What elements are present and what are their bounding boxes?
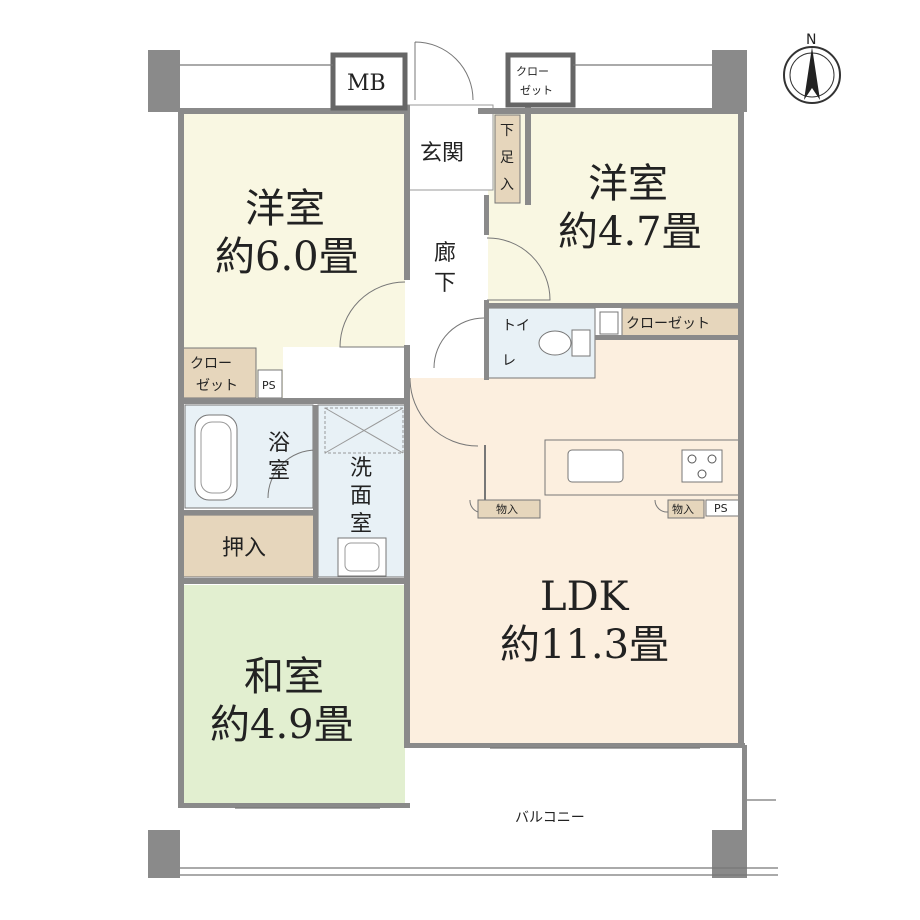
storage1-box (477, 499, 541, 519)
burner-2 (707, 454, 717, 464)
wall-corridor-left-2 (404, 345, 410, 580)
wall-washitsu-bottom (180, 803, 410, 808)
wall-right (738, 108, 744, 748)
closet-left (182, 347, 257, 399)
washitsu-name: 和室 (244, 654, 324, 700)
washing-machine (324, 407, 404, 454)
storage1-door-arc (469, 499, 479, 513)
mb-label: MB (347, 71, 386, 96)
wall-ldk-top (595, 335, 740, 340)
column-bottom-right (712, 830, 747, 878)
burner-1 (687, 454, 697, 464)
wall-right-balcony (742, 745, 747, 830)
washitsu-size: 約4.9畳 (210, 702, 354, 748)
wash-basin (337, 537, 387, 577)
closet-right-label: クローゼット (626, 316, 710, 332)
ps-right-label: PS (714, 502, 728, 515)
compass-needle (804, 47, 820, 100)
corridor-label-2: 下 (434, 271, 456, 296)
balcony-label: バルコニー (515, 810, 585, 826)
ldk-size: 約11.3畳 (500, 622, 669, 668)
shoebox-label-1: 下 (500, 123, 514, 139)
column-top-right (712, 50, 747, 112)
wall-left (178, 108, 184, 808)
storage1-label: 物入 (496, 502, 518, 516)
western1-name: 洋室 (245, 186, 325, 232)
entrance-label: 玄関 (420, 141, 464, 166)
entrance-area (407, 104, 494, 191)
wall-top-right (478, 108, 740, 114)
ps-left-label: PS (262, 379, 276, 392)
ldk-name: LDK (540, 574, 630, 620)
ldk-room (410, 338, 740, 745)
corridor-area (408, 195, 486, 378)
wall-ldk-bottom (405, 743, 745, 748)
wall-western2-bottom (484, 303, 740, 308)
western2-name: 洋室 (588, 161, 668, 207)
wall-corridor-left (404, 105, 410, 280)
washroom-label-2: 面 (350, 484, 372, 509)
washitsu-room (183, 585, 405, 803)
wall-top-left (180, 108, 410, 114)
shoe-closet (494, 114, 521, 204)
western-room-1 (183, 112, 405, 347)
toilet-bowl (538, 330, 572, 356)
storage2-label: 物入 (672, 502, 694, 516)
wall-washitsu-right (404, 580, 410, 748)
wall-bath-right (313, 405, 318, 580)
toilet-side-box (599, 311, 619, 335)
oshiire-label: 押入 (222, 536, 266, 561)
closet-left-label-1: クロー (190, 356, 232, 372)
shoebox-label-3: 入 (500, 177, 514, 193)
closet-top-box (505, 52, 576, 108)
wash-basin-inner (344, 542, 380, 572)
corridor-label-1: 廊 (434, 241, 456, 266)
wall-washitsu-top (180, 578, 410, 584)
bathtub (194, 414, 238, 501)
column-top-left (148, 50, 180, 112)
western-room-2-edge (530, 112, 740, 308)
western2-size: 約4.7畳 (558, 209, 702, 255)
stove (681, 449, 723, 483)
bath-label-1: 浴 (268, 431, 290, 456)
storage2-door-arc (654, 499, 669, 513)
western1-door-arc (339, 281, 406, 348)
corridor-door-arc-1 (486, 237, 551, 301)
western1-size: 約6.0畳 (215, 234, 359, 280)
wall-oshiire-top (180, 510, 318, 515)
closet-top-label-1: クロー (516, 65, 549, 78)
wall-entry-right (525, 105, 531, 205)
toilet-label-2: レ (502, 353, 516, 369)
washroom-label-1: 洗 (350, 456, 372, 481)
bath-door-arc (267, 449, 317, 499)
toilet-door-arc (433, 317, 485, 369)
compass-north-label: N (806, 32, 816, 48)
bathtub-inner (200, 421, 232, 494)
toilet-label-1: トイ (502, 318, 530, 334)
ps-left-box (257, 369, 283, 399)
storage2-box (667, 499, 705, 519)
closet-left-label-2: ゼット (196, 378, 238, 394)
closet-top-label-2: ゼット (520, 84, 553, 97)
kitchen-sink (567, 449, 624, 483)
burner-3 (697, 469, 707, 479)
wall-western1-bottom (180, 398, 408, 404)
washroom-label-3: 室 (350, 512, 372, 537)
mb-box (330, 52, 408, 111)
washing-machine-cross-2 (324, 407, 404, 454)
entrance-door-arc (414, 41, 474, 101)
toilet-tank (571, 329, 591, 357)
ldk-door-arc (409, 377, 479, 447)
wall-corridor-right-2 (484, 300, 489, 380)
bath-label-2: 室 (268, 459, 290, 484)
wall-corridor-right (484, 195, 489, 235)
column-bottom-left (148, 830, 180, 878)
shoebox-label-2: 足 (500, 150, 514, 166)
